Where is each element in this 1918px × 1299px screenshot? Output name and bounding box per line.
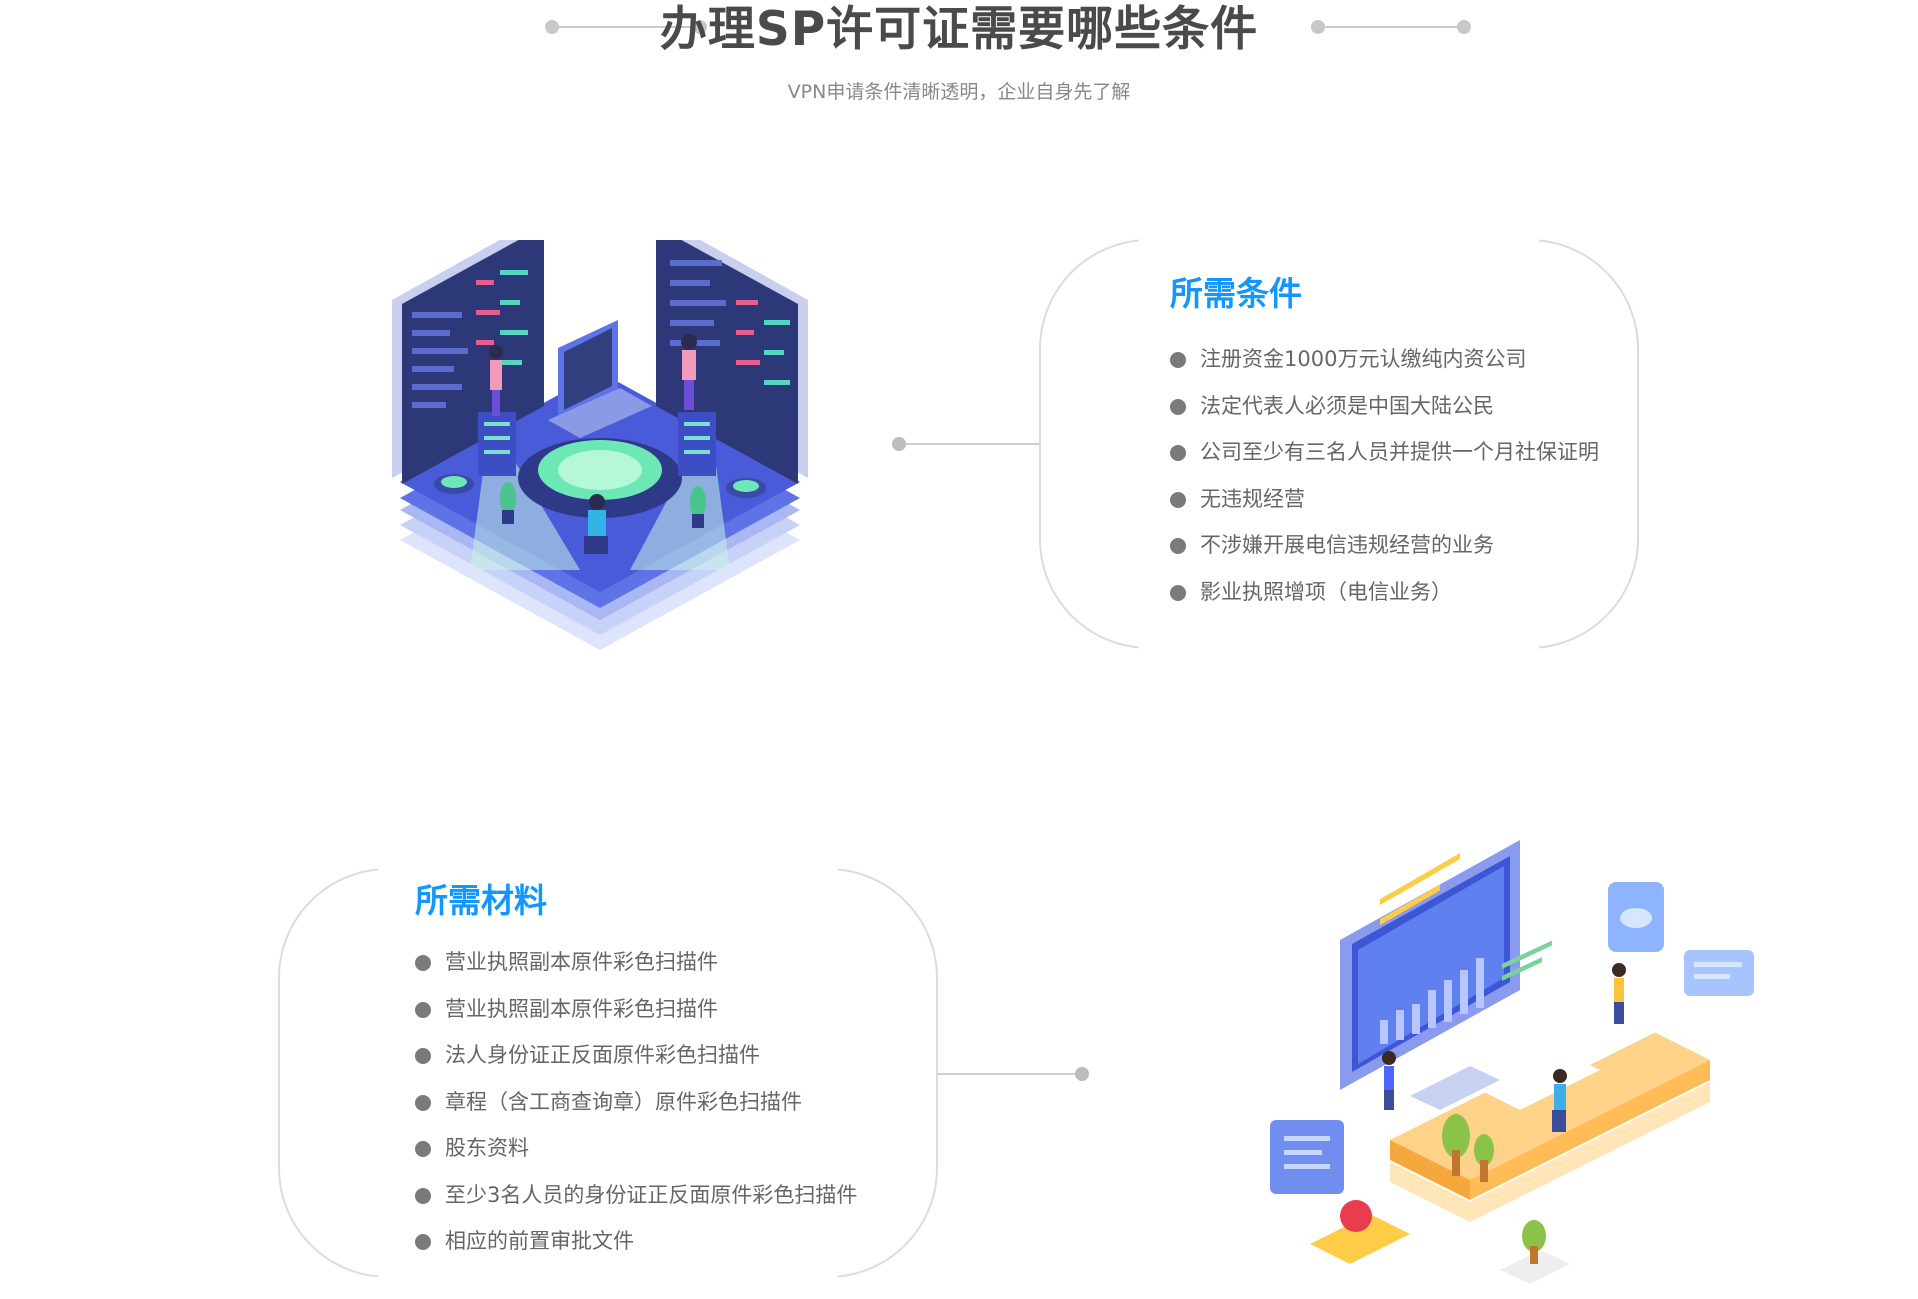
list-item: 不涉嫌开展电信违规经营的业务: [1170, 530, 1599, 577]
bullet-icon: [415, 1234, 431, 1250]
list-item-text: 法定代表人必须是中国大陆公民: [1200, 393, 1494, 418]
list-item: 股东资料: [415, 1133, 857, 1180]
list-item: 章程（含工商查询章）原件彩色扫描件: [415, 1087, 857, 1134]
decoration-dot: [693, 20, 707, 34]
list-item-text: 营业执照副本原件彩色扫描件: [445, 996, 718, 1021]
bullet-icon: [1170, 398, 1186, 415]
decoration-dot: [545, 20, 559, 34]
list-item: 公司至少有三名人员并提供一个月社保证明: [1170, 437, 1599, 484]
list-item-text: 影业执照增项（电信业务）: [1200, 579, 1452, 604]
page-title: 办理SP许可证需要哪些条件: [659, 2, 1259, 57]
list-item-text: 公司至少有三名人员并提供一个月社保证明: [1200, 440, 1599, 464]
bullet-icon: [415, 955, 431, 971]
list-item-text: 法人身份证正反面原件彩色扫描件: [445, 1043, 760, 1067]
bullet-icon: [415, 1094, 431, 1111]
connector-dot: [1075, 1067, 1089, 1081]
bullet-icon: [415, 1048, 431, 1064]
title-decoration-right: [1311, 20, 1471, 34]
title-decoration-left: [545, 20, 707, 34]
bullet-icon: [1170, 352, 1186, 368]
list-item: 法定代表人必须是中国大陆公民: [1170, 391, 1599, 438]
conditions-heading: 所需条件: [1170, 274, 1302, 313]
list-item-text: 不涉嫌开展电信违规经营的业务: [1200, 533, 1494, 557]
list-item-text: 章程（含工商查询章）原件彩色扫描件: [445, 1089, 802, 1114]
list-item: 影业执照增项（电信业务）: [1170, 577, 1599, 624]
server-room-illustration: [380, 222, 820, 660]
list-item-text: 无违规经营: [1200, 486, 1305, 511]
bullet-icon: [415, 1001, 431, 1018]
page-subtitle: VPN申请条件清晰透明，企业自身先了解: [787, 81, 1131, 103]
list-item: 营业执照副本原件彩色扫描件: [415, 994, 857, 1041]
decoration-dot: [1457, 20, 1471, 34]
list-item-text: 股东资料: [445, 1136, 529, 1160]
analytics-illustration: [1240, 840, 1760, 1299]
materials-card: 所需材料 营业执照副本原件彩色扫描件 营业执照副本原件彩色扫描件 法人身份证正反…: [278, 865, 938, 1281]
list-item-text: 相应的前置审批文件: [445, 1229, 634, 1253]
card-connector: [892, 437, 1041, 451]
list-item-text: 营业执照副本原件彩色扫描件: [445, 950, 718, 974]
materials-heading: 所需材料: [415, 881, 547, 920]
list-item: 注册资金1000万元认缴纯内资公司: [1170, 344, 1599, 391]
conditions-list: 注册资金1000万元认缴纯内资公司 法定代表人必须是中国大陆公民 公司至少有三名…: [1170, 344, 1599, 623]
card-connector: [938, 1067, 1089, 1081]
list-item: 相应的前置审批文件: [415, 1226, 857, 1273]
list-item-text: 注册资金1000万元认缴纯内资公司: [1200, 347, 1527, 371]
connector-dot: [892, 437, 906, 451]
list-item-text: 至少3名人员的身份证正反面原件彩色扫描件: [445, 1182, 858, 1207]
conditions-card: 所需条件 注册资金1000万元认缴纯内资公司 法定代表人必须是中国大陆公民 公司…: [1039, 236, 1639, 652]
materials-list: 营业执照副本原件彩色扫描件 营业执照副本原件彩色扫描件 法人身份证正反面原件彩色…: [415, 947, 857, 1273]
list-item: 至少3名人员的身份证正反面原件彩色扫描件: [415, 1180, 857, 1227]
bullet-icon: [415, 1141, 431, 1157]
list-item: 法人身份证正反面原件彩色扫描件: [415, 1040, 857, 1087]
bullet-icon: [1170, 538, 1186, 554]
bullet-icon: [1170, 584, 1186, 601]
decoration-dot: [1311, 20, 1325, 34]
bullet-icon: [1170, 445, 1186, 461]
list-item: 无违规经营: [1170, 484, 1599, 531]
bullet-icon: [415, 1187, 431, 1204]
list-item: 营业执照副本原件彩色扫描件: [415, 947, 857, 994]
bullet-icon: [1170, 491, 1186, 508]
